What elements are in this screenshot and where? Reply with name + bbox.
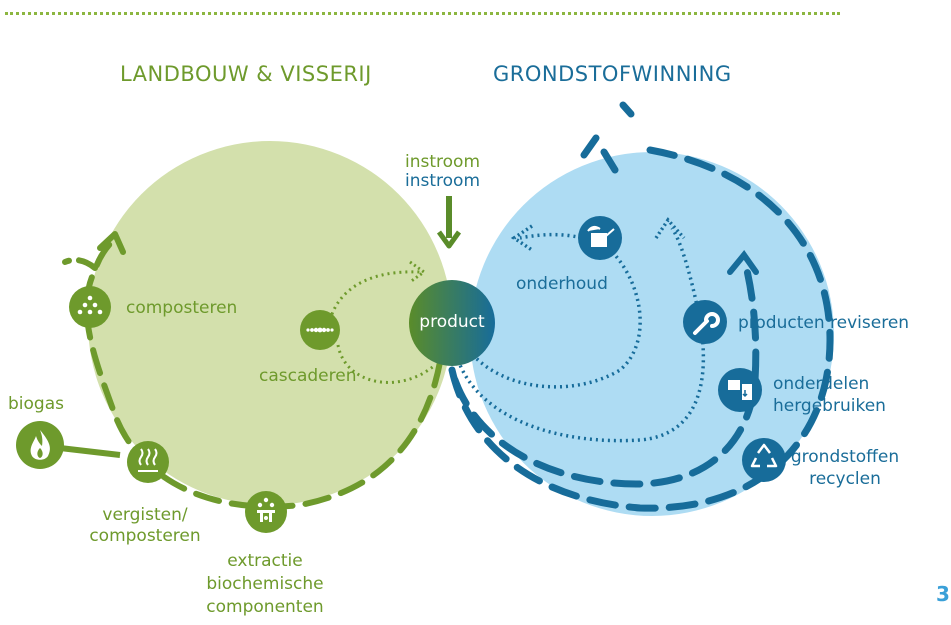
flame-icon bbox=[30, 430, 50, 460]
green-dashed-left-branch bbox=[62, 257, 98, 271]
recycle-icon bbox=[750, 443, 778, 468]
instroom-green-label: instroom bbox=[405, 152, 480, 172]
watering-can-icon bbox=[587, 225, 615, 247]
extraction-icon bbox=[257, 497, 275, 522]
composteren-node bbox=[69, 286, 111, 328]
blue-dotted-large-arrowhead bbox=[654, 217, 686, 240]
recyclen-node bbox=[742, 438, 786, 482]
recyclen-label: grondstoffen recyclen bbox=[785, 446, 905, 490]
onderhoud-label: onderhoud bbox=[516, 274, 608, 294]
instroom-blue-label: instroom bbox=[405, 171, 480, 191]
cascaderen-arrowhead bbox=[409, 260, 427, 284]
blue-circle bbox=[470, 152, 834, 516]
onderdelen-line1: onderdelen bbox=[773, 374, 870, 394]
onderdelen-node bbox=[718, 368, 762, 412]
product-label: product bbox=[419, 312, 485, 332]
cascaderen-dotted-return bbox=[336, 344, 436, 384]
biogas-node bbox=[16, 421, 64, 469]
recyclen-line2: recyclen bbox=[809, 469, 881, 489]
onderhoud-node bbox=[578, 216, 622, 260]
extractie-line3: componenten bbox=[206, 597, 324, 617]
steam-icon bbox=[138, 448, 158, 472]
green-arrowhead bbox=[97, 231, 126, 255]
onderdelen-line2: hergebruiken bbox=[773, 396, 886, 416]
blue-dashed-outer-tail bbox=[580, 101, 635, 174]
extractie-line2: biochemische bbox=[206, 574, 324, 594]
extractie-line1: extractie bbox=[227, 551, 303, 571]
biogas-label: biogas bbox=[8, 394, 64, 414]
recyclen-line1: grondstoffen bbox=[790, 447, 900, 467]
cascaderen-dotted-loop bbox=[328, 270, 421, 321]
reviseren-node bbox=[683, 300, 727, 344]
vergisten-line1: vergisten/ bbox=[102, 505, 188, 525]
cascaderen-label: cascaderen bbox=[259, 366, 357, 386]
cascaderen-node bbox=[300, 310, 340, 350]
blue-dotted-small-arrowhead bbox=[510, 224, 533, 252]
top-dotted-rule bbox=[5, 12, 840, 15]
parts-icon bbox=[728, 380, 752, 400]
composteren-label: composteren bbox=[126, 298, 238, 318]
product-hub bbox=[409, 280, 495, 366]
page-number: 3 bbox=[936, 582, 950, 606]
green-circle bbox=[88, 141, 452, 505]
vergisten-label: vergisten/ composteren bbox=[70, 505, 220, 547]
vergisten-node bbox=[127, 441, 169, 483]
title-landbouw-visserij: LANDBOUW & VISSERIJ bbox=[120, 62, 372, 86]
blue-dashed-arrowhead bbox=[727, 250, 759, 275]
blue-dotted-loop-small bbox=[460, 232, 642, 389]
extractie-node bbox=[245, 491, 287, 533]
reviseren-label: producten reviseren bbox=[738, 313, 910, 333]
wave-icon bbox=[306, 327, 334, 333]
blue-dashed-inner-loop bbox=[451, 258, 760, 488]
vergisten-line2: composteren bbox=[89, 526, 201, 546]
title-grondstofwinning: GRONDSTOFWINNING bbox=[493, 62, 732, 86]
extractie-label: extractie biochemische componenten bbox=[190, 550, 340, 619]
inflow-arrowhead bbox=[436, 230, 462, 249]
dots-icon bbox=[77, 295, 103, 315]
wrench-icon bbox=[693, 312, 720, 335]
biogas-connector bbox=[59, 445, 121, 458]
onderdelen-label: onderdelen hergebruiken bbox=[773, 373, 886, 417]
